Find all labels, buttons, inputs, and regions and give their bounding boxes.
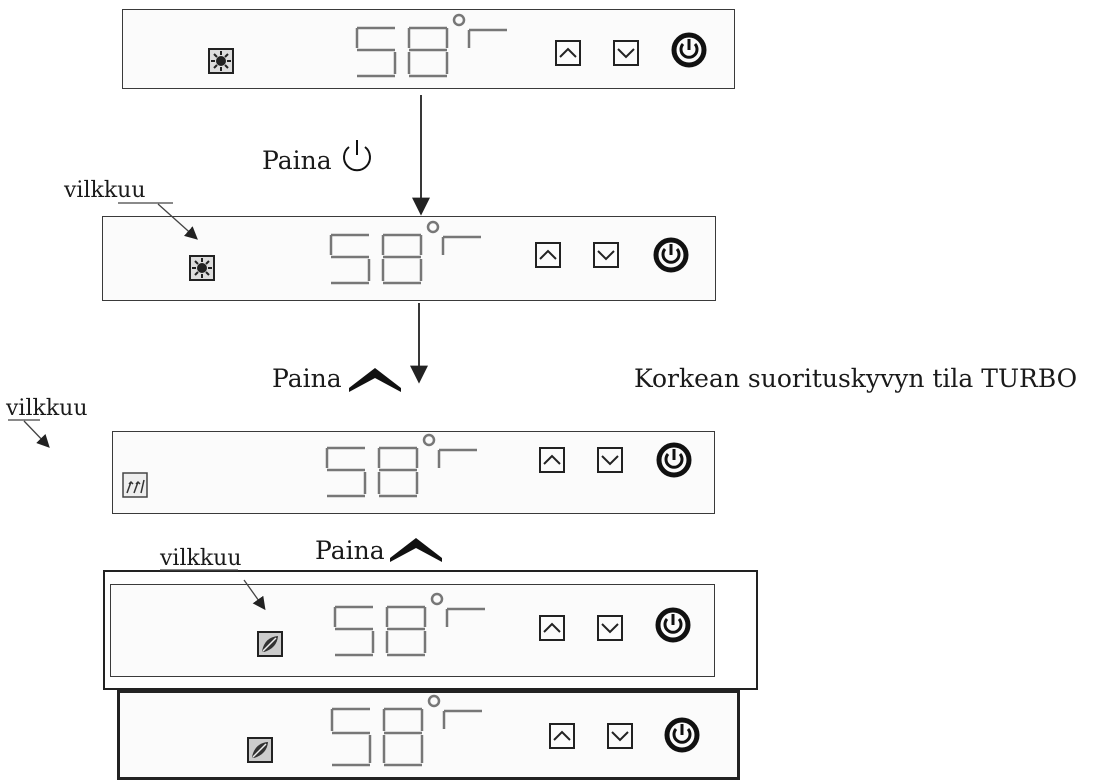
down-arrow-icon[interactable] <box>593 242 619 268</box>
power-icon[interactable] <box>671 32 707 68</box>
down-arrow-icon[interactable] <box>597 447 623 473</box>
sun-icon <box>208 48 234 74</box>
blinking-label: vilkkuu <box>160 546 242 571</box>
eco-icon <box>247 737 273 763</box>
press-power-label: Paina <box>262 146 332 175</box>
up-chevron-icon <box>349 368 401 392</box>
temperature-display <box>325 433 477 498</box>
up-arrow-icon[interactable] <box>535 242 561 268</box>
temperature-display <box>329 220 481 285</box>
temperature-display <box>333 592 485 657</box>
power-icon[interactable] <box>655 607 691 643</box>
panel-4-frame <box>103 570 758 690</box>
sun-icon <box>189 255 215 281</box>
press-up-label: Paina <box>272 364 342 393</box>
press-text: Paina <box>272 364 342 393</box>
press-text: Paina <box>262 146 332 175</box>
press-text: Paina <box>315 536 385 565</box>
up-arrow-icon[interactable] <box>539 615 565 641</box>
control-panel-5 <box>117 690 740 780</box>
control-panel-4 <box>110 584 715 677</box>
eco-icon <box>257 631 283 657</box>
press-up-label: Paina <box>315 536 385 565</box>
control-panel-1 <box>122 9 735 89</box>
up-arrow-icon[interactable] <box>549 723 575 749</box>
power-icon[interactable] <box>656 442 692 478</box>
down-arrow-icon[interactable] <box>607 723 633 749</box>
turbo-icon <box>122 472 148 498</box>
up-arrow-icon[interactable] <box>539 447 565 473</box>
control-panel-3 <box>112 431 715 514</box>
power-icon[interactable] <box>653 237 689 273</box>
pointer-arrow <box>23 420 50 448</box>
up-arrow-icon[interactable] <box>555 40 581 66</box>
power-icon[interactable] <box>664 717 700 753</box>
blinking-label: vilkkuu <box>6 396 88 421</box>
turbo-mode-caption: Korkean suorituskyvyn tila TURBO <box>634 364 1078 393</box>
temperature-display <box>330 694 482 767</box>
blinking-label: vilkkuu <box>64 178 146 203</box>
down-arrow-icon[interactable] <box>597 615 623 641</box>
power-icon <box>343 140 371 172</box>
up-chevron-icon <box>390 538 442 562</box>
down-arrow-icon[interactable] <box>613 40 639 66</box>
temperature-display <box>355 13 507 78</box>
control-panel-2 <box>102 216 716 301</box>
